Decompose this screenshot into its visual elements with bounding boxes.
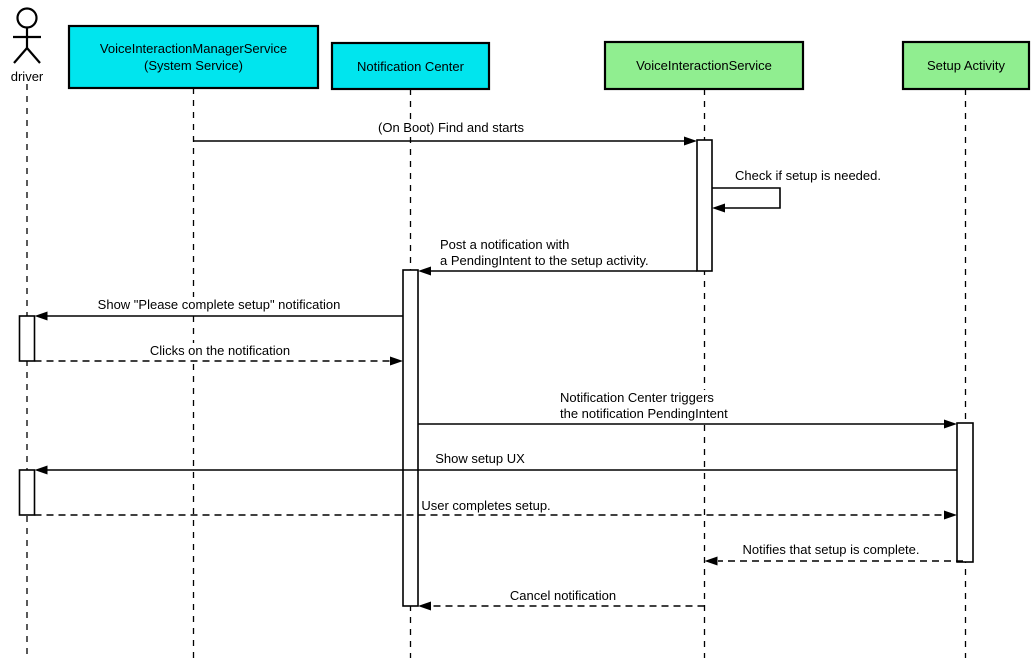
message-label-cancel-notification: Cancel notification: [507, 588, 619, 604]
arrowhead-show-notification: [34, 311, 48, 321]
participant-boxes: [67, 24, 1031, 91]
message-label-clicks-notification: Clicks on the notification: [147, 343, 293, 359]
participant-label-notification-center: Notification Center: [332, 43, 489, 89]
participant-label-voice-interaction-service: VoiceInteractionService: [605, 42, 803, 89]
arrowhead-show-setup-ux: [34, 465, 48, 475]
message-label-user-completes-setup: User completes setup.: [419, 498, 553, 514]
participant-label-voice-interaction-manager-service: VoiceInteractionManagerService (System S…: [69, 26, 318, 88]
activation-bars: [18, 139, 974, 607]
actor-icon: [13, 7, 41, 64]
participant-label-line: VoiceInteractionManagerService: [99, 41, 288, 56]
activation-driver-1: [18, 315, 36, 362]
participant-box-setup-activity: [901, 40, 1031, 91]
message-label-show-setup-ux: Show setup UX: [433, 451, 527, 467]
message-label-line: a PendingIntent to the setup activity.: [440, 253, 649, 268]
actor-label: driver: [10, 69, 44, 84]
message-label-line: the notification PendingIntent: [560, 406, 728, 421]
participant-box-voice-interaction-service: [603, 40, 805, 91]
arrowhead-clicks-notification: [390, 356, 403, 366]
arrowhead-user-completes-setup: [944, 510, 957, 520]
message-label-check-setup: Check if setup is needed.: [733, 168, 883, 184]
actor-leg-right: [26, 47, 41, 64]
message-label-notifies-complete: Notifies that setup is complete.: [740, 542, 922, 558]
message-label-show-notification: Show "Please complete setup" notificatio…: [95, 297, 343, 313]
arrowheads: [34, 136, 957, 611]
participant-label-line: VoiceInteractionService: [636, 58, 772, 73]
activation-notification-center: [402, 269, 419, 607]
activation-driver-2: [18, 469, 36, 516]
arrowhead-cancel-notification: [418, 601, 431, 611]
participant-label-line: Setup Activity: [926, 58, 1006, 73]
arrowhead-triggers-pendingintent: [944, 419, 957, 429]
participant-label-setup-activity: Setup Activity: [903, 42, 1029, 89]
actor-head: [16, 7, 38, 29]
arrowhead-post-notification: [418, 266, 431, 276]
message-label-post-notification: Post a notification with a PendingIntent…: [438, 237, 651, 269]
message-line-check-setup-self: [712, 187, 781, 209]
arrowhead-check-setup-self: [712, 203, 725, 213]
actor-leg-left: [13, 47, 28, 64]
message-label-line: Notification Center triggers: [560, 390, 714, 405]
message-label-line: Post a notification with: [440, 237, 570, 252]
arrowhead-on-boot: [684, 136, 697, 146]
arrowhead-notifies-complete: [704, 556, 718, 566]
message-lines: [34, 140, 963, 607]
participant-label-line: (System Service): [144, 58, 243, 73]
activation-setup-activity: [956, 422, 974, 563]
message-label-on-boot: (On Boot) Find and starts: [376, 120, 526, 136]
message-label-triggers-pendingintent: Notification Center triggers the notific…: [558, 390, 730, 422]
participant-label-line: Notification Center: [357, 58, 464, 74]
participant-box-notification-center: [330, 41, 491, 91]
participant-box-voice-interaction-manager-service: [67, 24, 320, 90]
activation-voice-interaction-service: [696, 139, 713, 272]
